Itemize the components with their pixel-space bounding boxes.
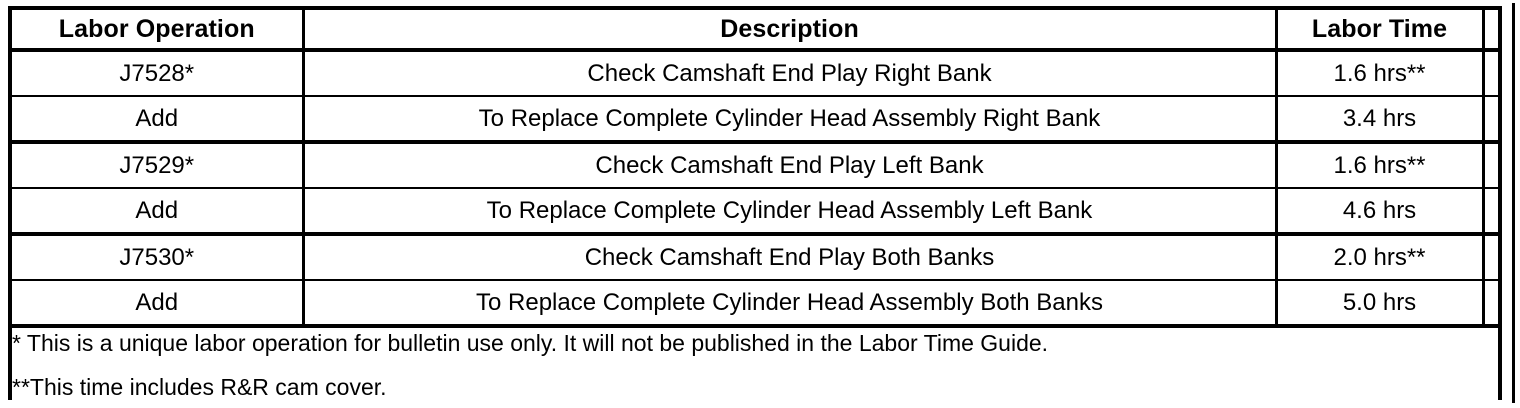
cell-labor-time: 1.6 hrs** <box>1276 142 1485 189</box>
table-row: J7528* Check Camshaft End Play Right Ban… <box>12 50 1498 97</box>
footnote-double-asterisk: **This time includes R&R cam cover. <box>12 374 387 400</box>
cell-description: Check Camshaft End Play Both Banks <box>303 234 1278 281</box>
cell-description: To Replace Complete Cylinder Head Assemb… <box>303 280 1278 326</box>
cell-spacer <box>1483 142 1498 189</box>
footnotes-block: * This is a unique labor operation for b… <box>12 324 1498 402</box>
labor-table: Labor Operation Description Labor Time J… <box>12 10 1498 402</box>
table-row: J7530* Check Camshaft End Play Both Bank… <box>12 234 1498 281</box>
cell-spacer <box>1483 188 1498 236</box>
cell-labor-operation: J7528* <box>12 50 305 97</box>
cell-labor-time: 4.6 hrs <box>1276 188 1485 236</box>
table-header-row: Labor Operation Description Labor Time <box>12 10 1498 52</box>
cell-description: Check Camshaft End Play Left Bank <box>303 142 1278 189</box>
cell-spacer <box>1483 96 1498 144</box>
table-row: J7529* Check Camshaft End Play Left Bank… <box>12 142 1498 189</box>
table-row: Add To Replace Complete Cylinder Head As… <box>12 188 1498 236</box>
column-header-spacer <box>1483 10 1498 52</box>
table-row: Add To Replace Complete Cylinder Head As… <box>12 280 1498 326</box>
cell-description: Check Camshaft End Play Right Bank <box>303 50 1278 97</box>
cell-labor-time: 3.4 hrs <box>1276 96 1485 144</box>
column-header-description: Description <box>303 10 1278 52</box>
cell-labor-time: 5.0 hrs <box>1276 280 1485 326</box>
cell-labor-operation: Add <box>12 96 305 144</box>
cell-labor-operation: Add <box>12 280 305 326</box>
cell-labor-time: 1.6 hrs** <box>1276 50 1485 97</box>
cell-labor-time: 2.0 hrs** <box>1276 234 1485 281</box>
cell-spacer <box>1483 280 1498 326</box>
page-edge-rule <box>1512 3 1515 403</box>
footnote-single-asterisk: * This is a unique labor operation for b… <box>12 330 1049 356</box>
column-header-labor-operation: Labor Operation <box>12 10 305 52</box>
cell-spacer <box>1483 234 1498 281</box>
cell-description: To Replace Complete Cylinder Head Assemb… <box>303 188 1278 236</box>
cell-labor-operation: J7529* <box>12 142 305 189</box>
footnote-spacer <box>12 358 1498 372</box>
labor-operation-table: Labor Operation Description Labor Time J… <box>8 6 1502 402</box>
cell-labor-operation: Add <box>12 188 305 236</box>
cell-labor-operation: J7530* <box>12 234 305 281</box>
column-header-labor-time: Labor Time <box>1276 10 1485 52</box>
footnotes-row: * This is a unique labor operation for b… <box>12 324 1498 402</box>
cell-spacer <box>1483 50 1498 97</box>
table-row: Add To Replace Complete Cylinder Head As… <box>12 96 1498 144</box>
cell-description: To Replace Complete Cylinder Head Assemb… <box>303 96 1278 144</box>
